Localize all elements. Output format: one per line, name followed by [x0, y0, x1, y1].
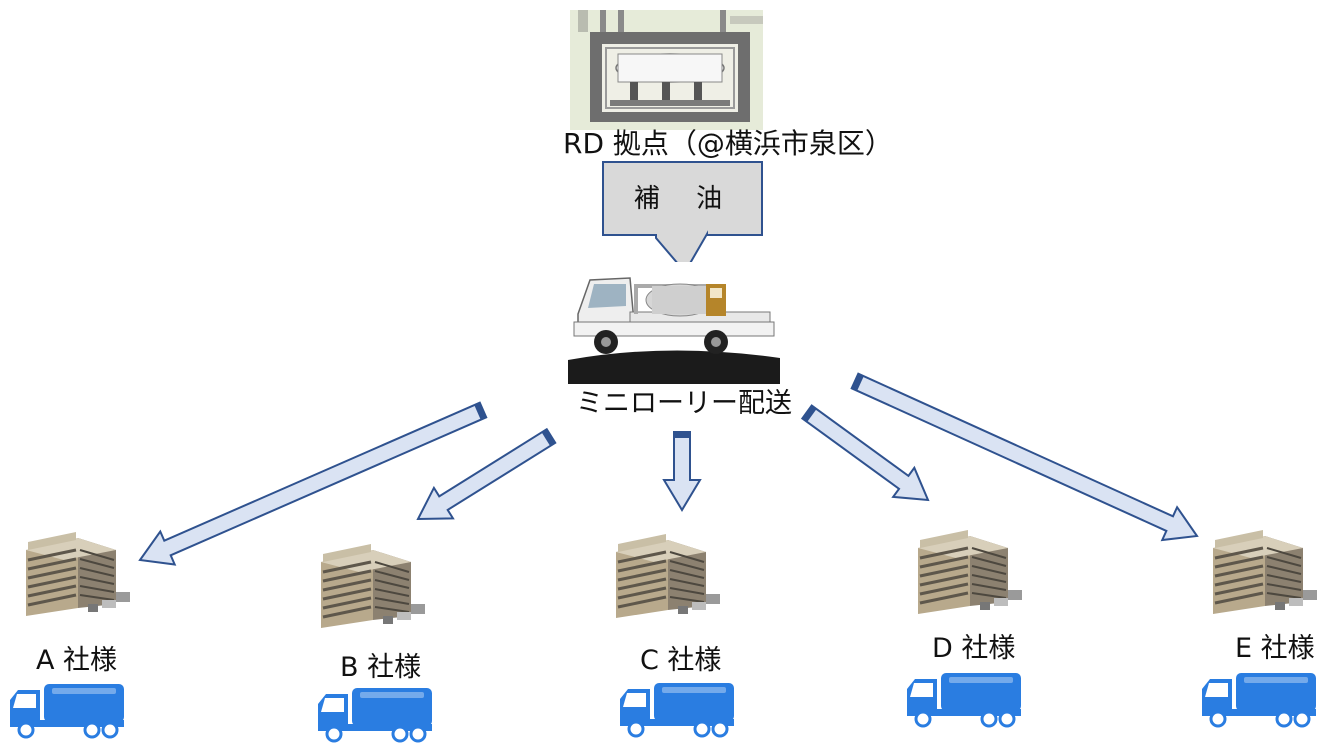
- delivery-arrow-e: [850, 372, 1199, 542]
- delivery-arrow-tail: [474, 402, 487, 420]
- customer-label: E 社様: [1235, 633, 1315, 664]
- tank-truck-icon: [1200, 667, 1320, 729]
- customer-building-icon: [608, 522, 723, 622]
- delivery-arrow-b: [416, 427, 557, 521]
- mini-tank-truck-icon: [568, 262, 780, 384]
- hub-label: RD 拠点（@横浜市泉区）: [563, 127, 893, 160]
- delivery-arrow-d: [800, 404, 930, 502]
- customer-label: C 社様: [640, 645, 722, 676]
- customer-label: D 社様: [932, 633, 1016, 664]
- customer-building-icon: [1205, 518, 1320, 618]
- delivery-arrow-tail: [851, 373, 864, 391]
- delivery-arrow-tail: [674, 432, 690, 438]
- customer-building-icon: [18, 520, 133, 620]
- delivery-arrow-tail: [541, 429, 556, 446]
- customer-building-icon: [313, 532, 428, 632]
- tank-truck-icon: [8, 678, 128, 740]
- customer-building-icon: [910, 518, 1025, 618]
- tank-truck-icon: [905, 667, 1025, 729]
- refuel-arrow: [602, 161, 763, 274]
- storage-tank-icon: [570, 10, 763, 130]
- tank-truck-icon: [316, 682, 436, 744]
- delivery-arrow-c: [662, 431, 702, 512]
- customer-label: B 社様: [340, 652, 422, 683]
- delivery-arrow-tail: [802, 405, 817, 422]
- delivery-arrow-a: [138, 401, 488, 566]
- delivery-label: ミニローリー配送: [576, 388, 792, 419]
- refuel-label: 補 油: [633, 184, 737, 214]
- tank-truck-icon: [618, 677, 738, 739]
- customer-label: A 社様: [36, 645, 118, 676]
